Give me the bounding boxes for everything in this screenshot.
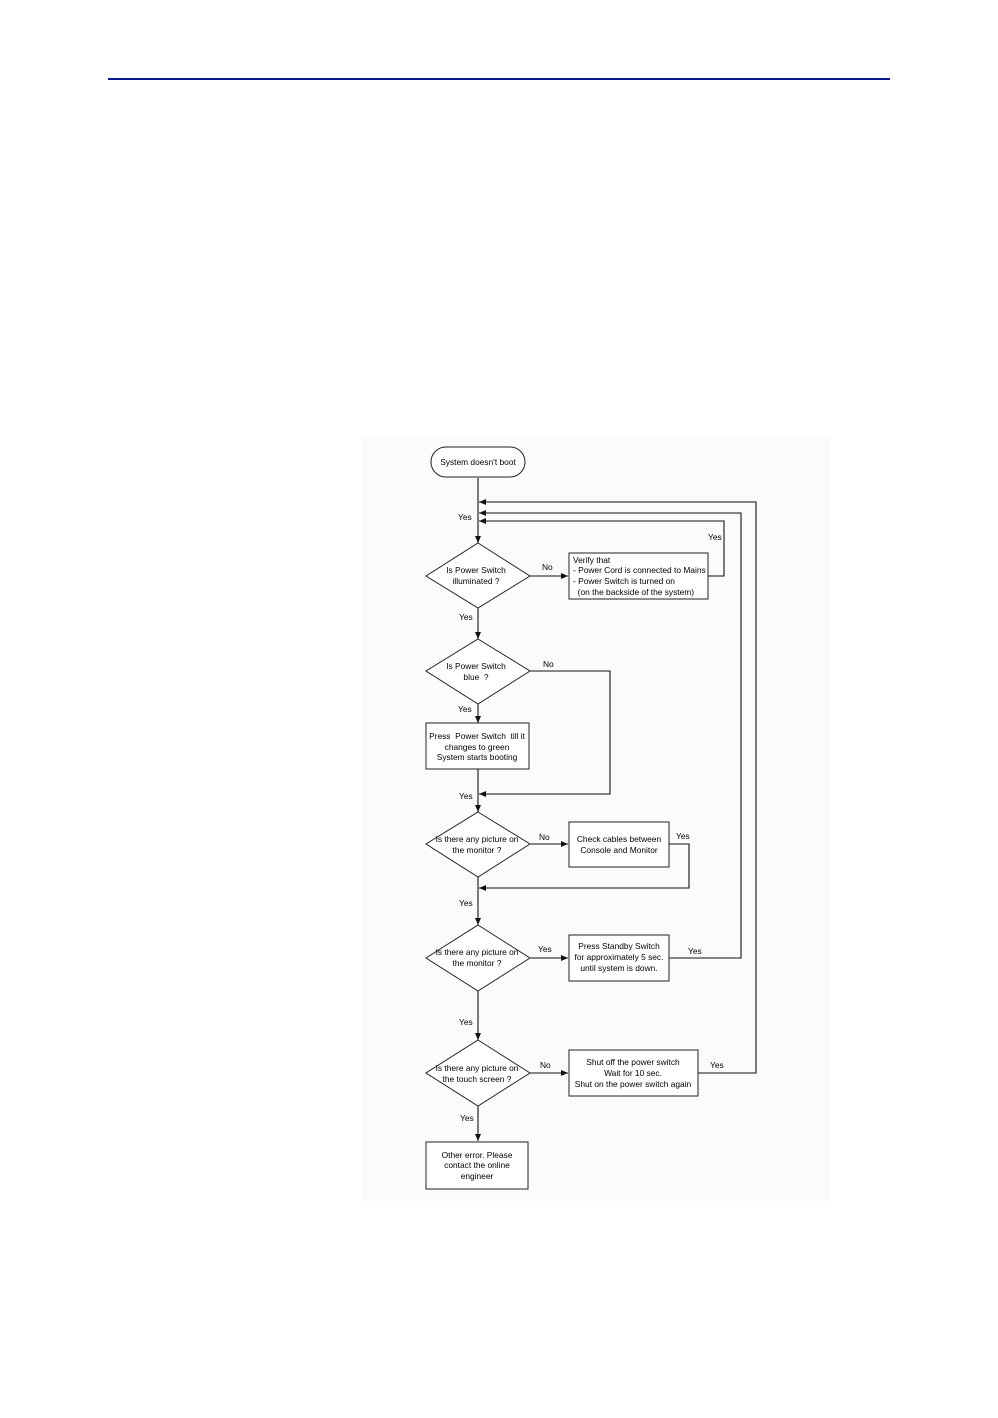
decision-shape bbox=[425, 924, 531, 992]
process-text-line: Press Power Switch till it bbox=[429, 731, 526, 741]
decision-text-line: Is there any picture on bbox=[436, 947, 519, 957]
process-shape bbox=[568, 552, 709, 600]
decision-text-line: illuminated ? bbox=[452, 576, 499, 586]
branch-labels: Yes Yes No Yes No Yes Yes No Yes Yes Yes… bbox=[458, 512, 724, 1123]
arrow-cables-yes-loop bbox=[479, 843, 690, 891]
process-text-line: - Power Switch is turned on bbox=[573, 576, 675, 586]
decision-shape bbox=[425, 811, 531, 878]
yes-label: Yes bbox=[710, 1060, 724, 1070]
decision-text-line: blue ? bbox=[463, 672, 488, 682]
process-text-line: for approximately 5 sec. bbox=[575, 952, 664, 962]
process-text-line: Shut on the power switch again bbox=[575, 1079, 692, 1089]
process-shape bbox=[568, 821, 670, 868]
process-text-line: Check cables between bbox=[577, 834, 662, 844]
start-label: System doesn't boot bbox=[440, 457, 516, 467]
process-text-line: (on the backside of the system) bbox=[573, 587, 694, 597]
decision-text-line: Is there any picture on bbox=[436, 1063, 519, 1073]
decision-picture-on-monitor-2: Is there any picture on the monitor ? bbox=[425, 924, 531, 992]
yes-label: Yes bbox=[459, 612, 473, 622]
decision-shape bbox=[425, 1039, 531, 1107]
process-text-line: engineer bbox=[461, 1171, 494, 1181]
yes-label: Yes bbox=[676, 831, 690, 841]
no-label: No bbox=[539, 832, 550, 842]
process-text-line: changes to green bbox=[445, 742, 510, 752]
arrow-powercycle-yes-loop bbox=[479, 499, 757, 1074]
process-text-line: until system is down. bbox=[580, 963, 657, 973]
decision-text-line: Is there any picture on bbox=[436, 834, 519, 844]
process-text-line: System starts booting bbox=[437, 752, 518, 762]
decision-picture-on-touch-screen: Is there any picture on the touch screen… bbox=[425, 1039, 531, 1107]
start-shape bbox=[430, 446, 526, 478]
process-check-cables: Check cables between Console and Monitor bbox=[568, 821, 670, 868]
decision-picture-on-monitor-1: Is there any picture on the monitor ? bbox=[425, 811, 531, 878]
process-press-standby: Press Standby Switch for approximately 5… bbox=[568, 934, 670, 982]
yes-label: Yes bbox=[708, 532, 722, 542]
no-label: No bbox=[543, 659, 554, 669]
process-shape bbox=[425, 1141, 529, 1190]
process-text-line: Other error. Please bbox=[442, 1150, 513, 1160]
decision-text-line: the monitor ? bbox=[453, 845, 502, 855]
yes-label: Yes bbox=[459, 791, 473, 801]
decision-shape bbox=[425, 542, 531, 609]
process-text-line: Shut off the power switch bbox=[586, 1057, 680, 1067]
process-text-line: Wait for 10 sec. bbox=[604, 1068, 662, 1078]
yes-label: Yes bbox=[459, 898, 473, 908]
process-text-line: Console and Monitor bbox=[580, 845, 657, 855]
arrow-standby-yes-loop bbox=[479, 510, 742, 959]
no-label: No bbox=[542, 562, 553, 572]
process-other-error: Other error. Please contact the online e… bbox=[425, 1141, 529, 1190]
process-shape bbox=[568, 1049, 699, 1097]
process-verify-power: Verify that - Power Cord is connected to… bbox=[568, 552, 709, 600]
arrow-d2-no bbox=[479, 670, 611, 797]
process-text-line: Verify that bbox=[573, 555, 611, 565]
yes-label: Yes bbox=[538, 944, 552, 954]
process-shape bbox=[425, 722, 530, 770]
decision-power-switch-blue: Is Power Switch blue ? bbox=[425, 638, 531, 705]
decision-shape bbox=[425, 638, 531, 705]
decision-text-line: the monitor ? bbox=[453, 958, 502, 968]
decision-text-line: the touch screen ? bbox=[443, 1074, 512, 1084]
yes-label: Yes bbox=[460, 1113, 474, 1123]
process-shape bbox=[568, 934, 670, 982]
no-label: No bbox=[540, 1060, 551, 1070]
process-text-line: Press Standby Switch bbox=[578, 941, 660, 951]
process-press-power-switch: Press Power Switch till it changes to gr… bbox=[425, 722, 530, 770]
header-rule bbox=[108, 78, 890, 80]
yes-label: Yes bbox=[459, 1017, 473, 1027]
process-text-line: contact the online bbox=[444, 1160, 510, 1170]
decision-text-line: Is Power Switch bbox=[446, 565, 506, 575]
arrow-verify-yes-loop bbox=[479, 518, 725, 577]
connectors bbox=[475, 478, 757, 1141]
start-terminator: System doesn't boot bbox=[430, 446, 526, 478]
yes-label: Yes bbox=[458, 704, 472, 714]
process-power-cycle: Shut off the power switch Wait for 10 se… bbox=[568, 1049, 699, 1097]
yes-label: Yes bbox=[688, 946, 702, 956]
decision-power-switch-illuminated: Is Power Switch illuminated ? bbox=[425, 542, 531, 609]
yes-label: Yes bbox=[458, 512, 472, 522]
decision-text-line: Is Power Switch bbox=[446, 661, 506, 671]
process-text-line: - Power Cord is connected to Mains bbox=[573, 565, 706, 575]
